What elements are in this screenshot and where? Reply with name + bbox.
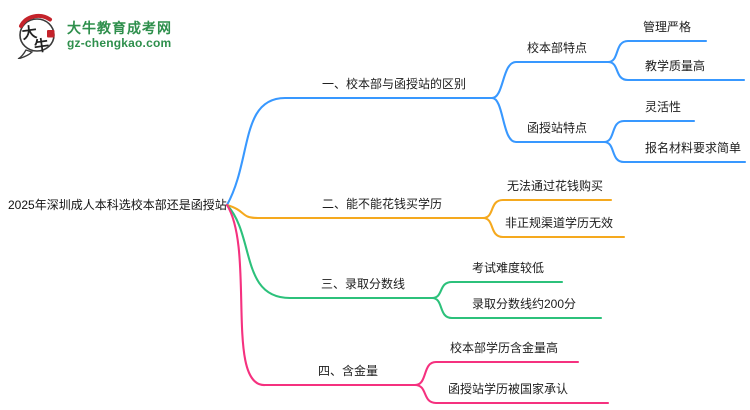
logo-bubble-icon: 大 牛 (17, 13, 55, 59)
leaf-simple-materials: 报名材料要求简单 (645, 141, 742, 155)
leaf-strict-management: 管理严格 (643, 20, 692, 34)
branch3-lines (225, 203, 603, 320)
mindmap-root-node: 2025年深圳成人本科选校本部还是函授站 (8, 198, 227, 212)
branch2-node: 二、能不能花钱买学历 (322, 197, 443, 211)
logo-text-block: 大牛教育成考网 gz-chengkao.com (67, 20, 172, 50)
branch2-lines (225, 198, 626, 239)
leaf-cannot-buy: 无法通过花钱购买 (507, 179, 604, 193)
leaf-state-recognized: 函授站学历被国家承认 (448, 382, 569, 396)
site-logo: 大 牛 大牛教育成考网 gz-chengkao.com (14, 11, 172, 59)
logo-arc (19, 13, 52, 28)
branch3-node: 三、录取分数线 (321, 277, 406, 291)
leaf-invalid-diploma: 非正规渠道学历无效 (505, 216, 614, 230)
leaf-flexibility: 灵活性 (645, 100, 682, 114)
logo-mark-char1: 大 (21, 23, 38, 43)
branch1-lines (225, 39, 747, 207)
leaf-teaching-quality: 教学质量高 (645, 59, 706, 73)
logo-bubble-tail (17, 49, 34, 59)
branch1-node: 一、校本部与函授站的区别 (322, 77, 467, 91)
site-url: gz-chengkao.com (67, 36, 172, 50)
logo-seal-icon (47, 30, 55, 38)
branch4-node: 四、含金量 (318, 364, 379, 378)
site-name: 大牛教育成考网 (67, 20, 172, 36)
leaf-campus-value: 校本部学历含金量高 (450, 341, 559, 355)
branch1-child-campus-node: 校本部特点 (527, 41, 588, 55)
branch1-child-station-node: 函授站特点 (527, 121, 588, 135)
branch4-lines (225, 203, 610, 405)
leaf-easy-exam: 考试难度较低 (472, 261, 545, 275)
logo-mark-char2: 牛 (33, 36, 50, 56)
leaf-score-line: 录取分数线约200分 (472, 297, 577, 311)
